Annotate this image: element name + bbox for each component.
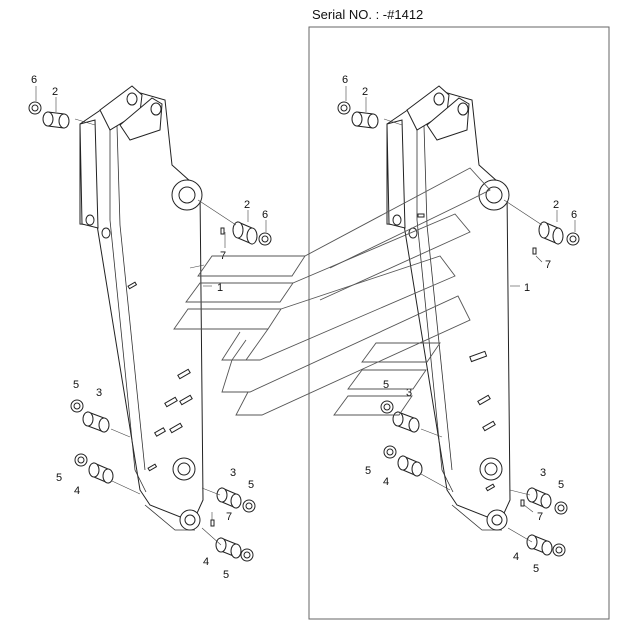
callout-4-left-upper: 4: [74, 485, 80, 497]
left-part-6-right: [258, 232, 272, 246]
dealer-logo-watermark-icon: [173, 167, 491, 416]
right-part-5-bottom: [552, 543, 566, 557]
callout-5-left-lower: 5: [248, 479, 254, 491]
callout-3-left-lower: 3: [230, 467, 236, 479]
callout-5-right-lower: 5: [558, 479, 564, 491]
left-part-5-mid: [74, 453, 88, 467]
callout-6-left-right: 6: [262, 209, 268, 221]
callout-6-left-top: 6: [31, 74, 37, 86]
left-part-4-upper: [88, 462, 114, 484]
callout-5-right-mid: 5: [365, 465, 371, 477]
right-leader-lines: [345, 86, 576, 543]
callout-3-right-upper: 3: [406, 387, 412, 399]
callout-5-left-bottom: 5: [223, 569, 229, 581]
left-part-7-upper: [220, 227, 225, 235]
callout-7-left-lower: 7: [226, 511, 232, 523]
callout-2-right-right: 2: [553, 199, 559, 211]
callout-4-right-upper: 4: [383, 476, 389, 488]
left-part-7-lower: [210, 519, 215, 527]
right-part-5-upper: [380, 400, 394, 414]
left-part-3-upper: [82, 411, 110, 433]
right-part-4-lower: [526, 534, 553, 556]
callout-2-right-top: 2: [362, 86, 368, 98]
left-part-5-upper: [70, 399, 84, 413]
right-part-5-lower-right: [554, 501, 568, 515]
left-part-2-right: [232, 221, 258, 245]
right-part-2-top: [351, 111, 379, 129]
right-part-3-lower: [526, 487, 552, 509]
callout-3-left-upper: 3: [96, 387, 102, 399]
arm-assembly-left: [79, 85, 204, 531]
callout-1-right: 1: [524, 282, 530, 294]
callout-1-left: 1: [217, 282, 223, 294]
callout-2-left-top: 2: [52, 86, 58, 98]
right-part-3-upper: [392, 411, 420, 433]
callout-4-right-lower: 4: [513, 551, 519, 563]
callout-6-right-top: 6: [342, 74, 348, 86]
right-part-6-right: [566, 232, 580, 246]
right-part-7-lower: [520, 499, 525, 507]
arm-assembly-right: [386, 85, 511, 531]
callout-5-right-upper: 5: [383, 379, 389, 391]
callout-7-right-upper: 7: [545, 259, 551, 271]
right-part-4-upper: [397, 455, 423, 477]
left-part-5-lower-right: [242, 499, 256, 513]
left-leader-lines: [35, 86, 267, 546]
left-part-5-bottom: [240, 548, 254, 562]
callout-6-right-right: 6: [571, 209, 577, 221]
left-part-2-top: [42, 111, 70, 129]
right-part-6-top: [337, 101, 351, 115]
callout-3-right-lower: 3: [540, 467, 546, 479]
callout-5-left-upper: 5: [73, 379, 79, 391]
left-part-6-top: [28, 101, 42, 115]
callout-5-right-bottom: 5: [533, 563, 539, 575]
serial-range-frame: [308, 26, 610, 620]
left-part-4-lower: [215, 537, 242, 559]
left-part-3-lower: [216, 487, 242, 509]
right-part-2-right: [538, 221, 564, 245]
right-part-5-mid: [383, 445, 397, 459]
right-part-7-upper: [532, 247, 537, 255]
callout-7-right-lower: 7: [537, 511, 543, 523]
callout-4-left-lower: 4: [203, 556, 209, 568]
callout-5-left-mid: 5: [56, 472, 62, 484]
callout-2-left-right: 2: [244, 199, 250, 211]
serial-number-label: Serial NO. : -#1412: [312, 7, 424, 22]
